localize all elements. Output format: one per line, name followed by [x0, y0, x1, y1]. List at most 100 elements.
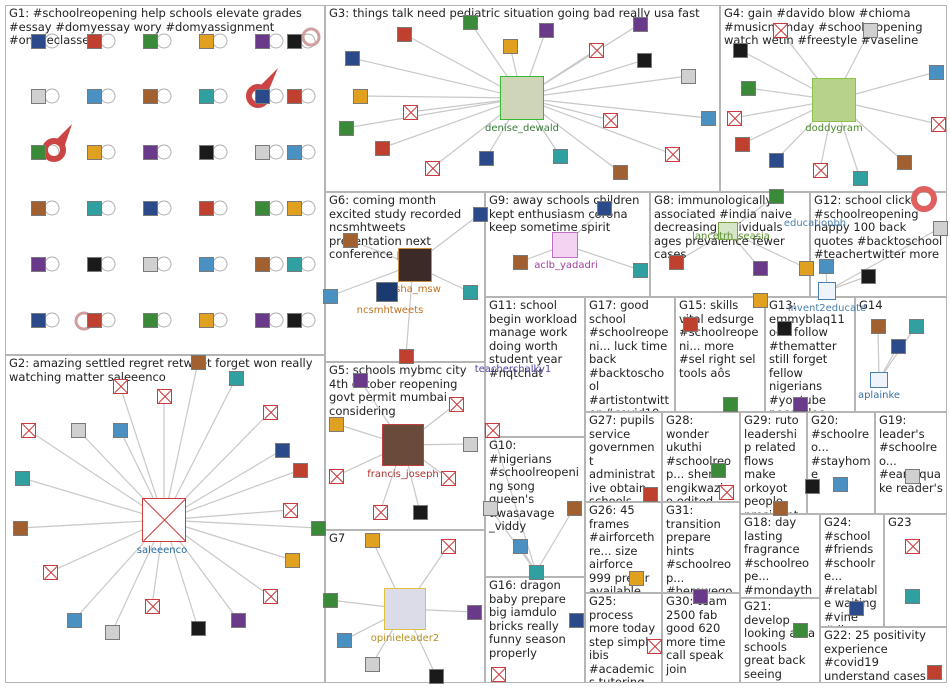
avatar-node[interactable]	[909, 319, 924, 334]
avatar-node[interactable]	[343, 233, 358, 248]
hub-node-tasha-msw[interactable]	[398, 248, 432, 282]
avatar-node[interactable]	[191, 355, 206, 370]
missing-avatar-node[interactable]	[589, 43, 604, 58]
avatar-node[interactable]	[143, 257, 158, 272]
avatar-node[interactable]	[927, 665, 942, 680]
avatar-node[interactable]	[287, 201, 302, 216]
avatar-node[interactable]	[143, 145, 158, 160]
avatar-node[interactable]	[87, 201, 102, 216]
avatar-node[interactable]	[513, 539, 528, 554]
avatar-node[interactable]	[337, 633, 352, 648]
avatar-node[interactable]	[105, 625, 120, 640]
avatar-node[interactable]	[567, 501, 582, 516]
avatar-node[interactable]	[769, 153, 784, 168]
avatar-node[interactable]	[633, 263, 648, 278]
avatar-node[interactable]	[513, 255, 528, 270]
avatar-node[interactable]	[293, 463, 308, 478]
avatar-node[interactable]	[275, 443, 290, 458]
node-aclb-yadadri[interactable]	[552, 232, 578, 258]
avatar-node[interactable]	[683, 317, 698, 332]
avatar-node[interactable]	[735, 137, 750, 152]
avatar-node[interactable]	[143, 201, 158, 216]
avatar-node[interactable]	[199, 145, 214, 160]
avatar-node[interactable]	[637, 53, 652, 68]
avatar-node[interactable]	[467, 605, 482, 620]
avatar-node[interactable]	[693, 589, 708, 604]
avatar-node[interactable]	[31, 34, 46, 49]
avatar-node[interactable]	[87, 313, 102, 328]
avatar-node[interactable]	[71, 423, 86, 438]
avatar-node[interactable]	[199, 34, 214, 49]
avatar-node[interactable]	[67, 613, 82, 628]
avatar-node[interactable]	[323, 289, 338, 304]
avatar-node[interactable]	[339, 121, 354, 136]
node-ncsmhtweets[interactable]	[376, 282, 398, 302]
avatar-node[interactable]	[529, 565, 544, 580]
avatar-node[interactable]	[255, 201, 270, 216]
avatar-node[interactable]	[863, 23, 878, 38]
missing-avatar-node[interactable]	[373, 505, 388, 520]
avatar-node[interactable]	[777, 321, 792, 336]
avatar-node[interactable]	[31, 145, 46, 160]
missing-avatar-node[interactable]	[491, 667, 506, 682]
avatar-node[interactable]	[199, 201, 214, 216]
avatar-node[interactable]	[633, 17, 648, 32]
hub-node-opinieleader2[interactable]	[384, 588, 426, 630]
avatar-node[interactable]	[365, 657, 380, 672]
avatar-node[interactable]	[753, 261, 768, 276]
avatar-node[interactable]	[503, 39, 518, 54]
missing-avatar-node[interactable]	[905, 539, 920, 554]
avatar-node[interactable]	[287, 89, 302, 104]
missing-avatar-node[interactable]	[813, 163, 828, 178]
avatar-node[interactable]	[769, 189, 784, 204]
avatar-node[interactable]	[255, 34, 270, 49]
missing-avatar-node[interactable]	[425, 161, 440, 176]
avatar-node[interactable]	[933, 221, 948, 236]
avatar-node[interactable]	[723, 397, 738, 412]
avatar-node[interactable]	[365, 533, 380, 548]
avatar-node[interactable]	[353, 373, 368, 388]
missing-avatar-node[interactable]	[113, 379, 128, 394]
avatar-node[interactable]	[539, 23, 554, 38]
avatar-node[interactable]	[255, 145, 270, 160]
avatar-node[interactable]	[113, 423, 128, 438]
avatar-node[interactable]	[553, 149, 568, 164]
avatar-node[interactable]	[861, 269, 876, 284]
missing-avatar-node[interactable]	[719, 485, 734, 500]
avatar-node[interactable]	[199, 257, 214, 272]
avatar-node[interactable]	[849, 601, 864, 616]
avatar-node[interactable]	[375, 141, 390, 156]
avatar-node[interactable]	[853, 171, 868, 186]
missing-avatar-node[interactable]	[43, 565, 58, 580]
avatar-node[interactable]	[669, 255, 684, 270]
avatar-node[interactable]	[473, 207, 488, 222]
avatar-node[interactable]	[87, 257, 102, 272]
missing-avatar-node[interactable]	[329, 469, 344, 484]
missing-avatar-node[interactable]	[603, 113, 618, 128]
missing-avatar-node[interactable]	[441, 471, 456, 486]
avatar-node[interactable]	[255, 89, 270, 104]
avatar-node[interactable]	[397, 27, 412, 42]
avatar-node[interactable]	[701, 111, 716, 126]
avatar-node[interactable]	[569, 613, 584, 628]
avatar-node[interactable]	[597, 201, 612, 216]
avatar-node[interactable]	[413, 505, 428, 520]
avatar-node[interactable]	[229, 371, 244, 386]
avatar-node[interactable]	[31, 313, 46, 328]
avatar-node[interactable]	[329, 417, 344, 432]
avatar-node[interactable]	[897, 155, 912, 170]
avatar-node[interactable]	[287, 257, 302, 272]
avatar-node[interactable]	[311, 521, 326, 536]
missing-avatar-node[interactable]	[449, 397, 464, 412]
avatar-node[interactable]	[191, 621, 206, 636]
avatar-node[interactable]	[483, 501, 498, 516]
avatar-node[interactable]	[773, 501, 788, 516]
avatar-node[interactable]	[143, 34, 158, 49]
missing-avatar-node[interactable]	[485, 423, 500, 438]
missing-avatar-node[interactable]	[21, 423, 36, 438]
missing-avatar-node[interactable]	[931, 117, 946, 132]
avatar-node[interactable]	[31, 201, 46, 216]
avatar-node[interactable]	[231, 613, 246, 628]
avatar-node[interactable]	[31, 89, 46, 104]
avatar-node[interactable]	[353, 89, 368, 104]
